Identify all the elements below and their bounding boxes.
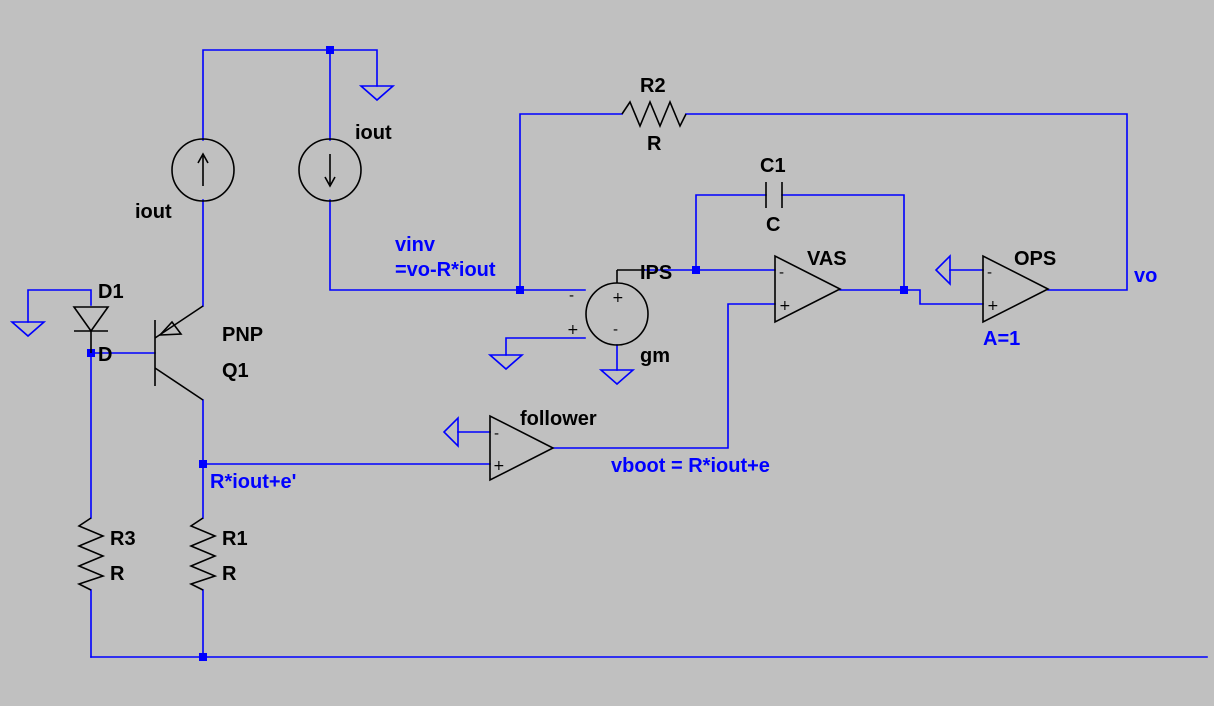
r1-name: R1	[222, 528, 248, 550]
net-emitter-label: R*iout+e'	[210, 471, 296, 493]
q1-name: Q1	[222, 360, 249, 382]
amplifier-ops	[982, 254, 1050, 324]
capacitor-c1	[765, 182, 783, 208]
amplifier-follower	[489, 414, 555, 482]
ips-minus-mark: -	[613, 322, 618, 338]
q1-model: PNP	[222, 324, 263, 346]
net-vo-label: vo	[1134, 265, 1157, 287]
iout-source-left-label: iout	[135, 201, 172, 223]
ips-transconductance	[585, 269, 649, 346]
ground-symbol	[9, 321, 47, 338]
r2-name: R2	[640, 75, 666, 97]
junctions	[87, 46, 908, 661]
follower-name: follower	[520, 408, 597, 430]
transistor-q1	[154, 305, 204, 401]
junction	[199, 653, 207, 661]
ground-symbol	[487, 354, 525, 371]
c1-value: C	[766, 214, 780, 236]
vas-plus-mark: +	[779, 298, 791, 314]
iout-source-right-label: iout	[355, 122, 392, 144]
net-vboot-label: vboot = R*iout+e	[611, 455, 770, 477]
junction	[900, 286, 908, 294]
vas-minus-mark: -	[779, 265, 784, 281]
r3-value: R	[110, 563, 125, 585]
current-source-right	[298, 138, 362, 202]
ips-plus-mark: +	[612, 290, 624, 306]
c1-name: C1	[760, 155, 786, 177]
r3-name: R3	[110, 528, 136, 550]
diode-d1	[72, 306, 110, 353]
net-vinv-expression: =vo-R*iout	[395, 259, 496, 281]
amplifier-vas	[774, 254, 842, 324]
ops-name: OPS	[1014, 248, 1056, 270]
r1-value: R	[222, 563, 237, 585]
junction	[516, 286, 524, 294]
follower-plus-mark: +	[493, 458, 505, 474]
ops-plus-mark: +	[987, 298, 999, 314]
follower-minus-mark: -	[494, 426, 499, 442]
ips-in-plus-mark: +	[567, 322, 579, 338]
ground-symbol	[358, 85, 396, 102]
ground-symbol	[934, 254, 951, 286]
ops-minus-mark: -	[987, 265, 992, 281]
ground-symbol	[442, 416, 459, 448]
current-source-left	[171, 138, 235, 202]
vas-name: VAS	[807, 248, 847, 270]
wires	[27, 49, 1208, 658]
resistor-r1	[188, 517, 218, 591]
junction	[326, 46, 334, 54]
ips-in-minus-mark: -	[569, 288, 574, 304]
r2-value: R	[647, 133, 662, 155]
net-vinv-label: vinv	[395, 234, 436, 256]
ground-symbol	[598, 369, 636, 386]
junction	[692, 266, 700, 274]
resistor-r2	[621, 99, 687, 129]
ops-gain-label: A=1	[983, 328, 1020, 350]
d1-value: D	[98, 344, 112, 366]
junction	[199, 460, 207, 468]
ips-name: IPS	[640, 262, 672, 284]
ips-value: gm	[640, 345, 670, 367]
d1-name: D1	[98, 281, 124, 303]
resistor-r3	[76, 517, 106, 591]
